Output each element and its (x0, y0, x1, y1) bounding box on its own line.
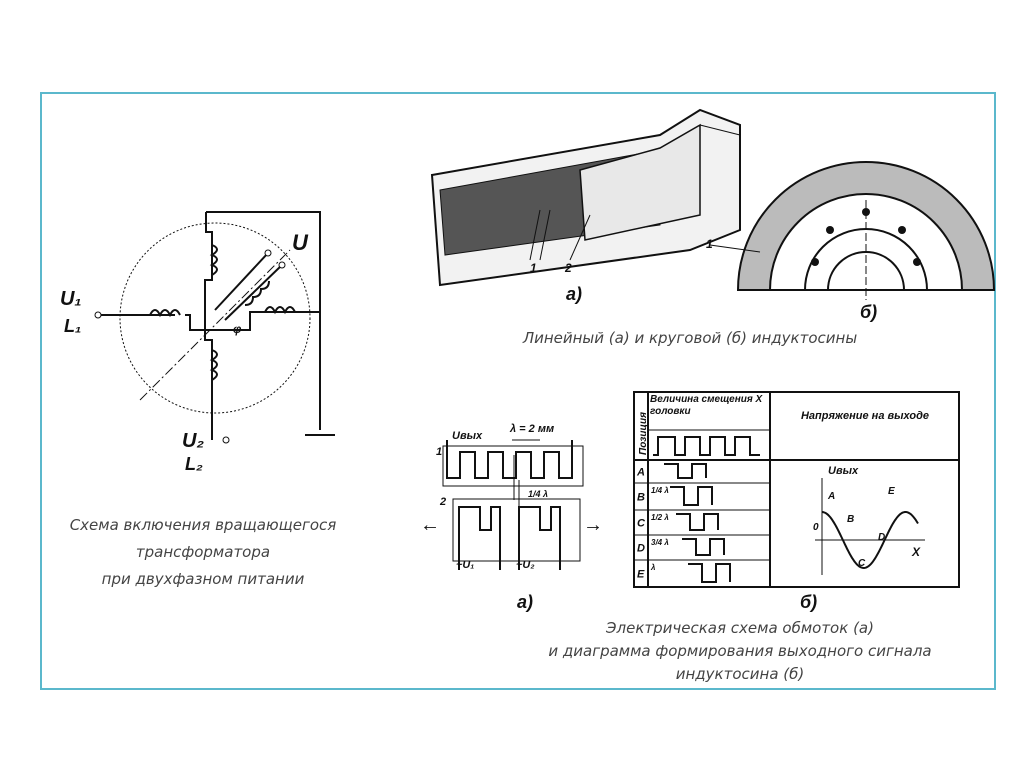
label-l2: L₂ (185, 454, 203, 474)
svg-text:E: E (888, 486, 895, 497)
sub-label-windings: а) (517, 592, 533, 612)
table-row-position: D (637, 543, 645, 555)
svg-text:1: 1 (436, 446, 442, 458)
svg-text:1: 1 (530, 261, 537, 275)
table-row-waveform (664, 463, 707, 479)
svg-text:Электрическая схема обмоток (а: Электрическая схема обмоток (а) (605, 619, 874, 637)
sub-label-table: б) (800, 592, 817, 612)
svg-text:~U₂: ~U₂ (516, 559, 535, 571)
svg-text:~U₁: ~U₁ (456, 559, 474, 571)
arrow-left-icon: ← (420, 514, 440, 536)
sub-label-circular: б) (860, 302, 877, 322)
svg-text:C: C (858, 558, 866, 569)
table-row-shift: 3/4 λ (651, 538, 669, 547)
table-row-position: C (637, 518, 646, 530)
label-l1: L₁ (64, 316, 81, 336)
circular-inductosyn-drawing: 1 б) (706, 161, 996, 322)
label-phi: φ (233, 322, 242, 336)
label-u: U (292, 230, 309, 255)
svg-text:трансформатора: трансформатора (136, 543, 270, 561)
table-row-position: A (636, 467, 645, 479)
svg-text:λ = 2 мм: λ = 2 мм (509, 423, 554, 435)
svg-text:Uвых: Uвых (828, 465, 859, 477)
svg-text:1: 1 (706, 237, 713, 251)
svg-text:и диаграмма формирования выход: и диаграмма формирования выходного сигна… (548, 642, 931, 660)
svg-text:X: X (911, 545, 921, 559)
arrow-right-icon: → (583, 514, 603, 536)
svg-text:2: 2 (564, 261, 572, 275)
sub-label-linear: а) (566, 284, 582, 304)
signal-table: Позиция Величина смещения X головки Напр… (633, 391, 960, 612)
table-row-shift: λ (650, 563, 655, 572)
table-row-waveform (688, 563, 731, 583)
table-row-position: B (637, 492, 645, 504)
svg-text:B: B (847, 514, 854, 525)
table-row-waveform (670, 486, 713, 506)
windings-diagram: ← → Uвых λ = 2 мм 1/4 λ 1 2 ~U₁ ~U₂ а) (420, 423, 603, 612)
table-row-shift: 1/4 λ (651, 486, 669, 495)
svg-text:Схема включения вращающегося: Схема включения вращающегося (70, 516, 337, 534)
svg-text:A: A (827, 491, 835, 502)
rotary-transformer-diagram: U₁ L₁ U₂ L₂ U φ (60, 211, 335, 474)
table-row-waveform (682, 538, 725, 556)
inductosyns-caption: Линейный (а) и круговой (б) индуктосины (522, 329, 858, 347)
linear-inductosyn-drawing: 1 2 а) (430, 108, 741, 304)
label-u1: U₁ (60, 288, 81, 310)
rotary-transformer-caption: Схема включения вращающегося трансформат… (70, 516, 337, 588)
svg-text:индуктосина (б): индуктосина (б) (676, 665, 805, 683)
svg-text:при двухфазном питании: при двухфазном питании (102, 570, 305, 588)
svg-text:D: D (878, 532, 885, 543)
svg-text:Uвых: Uвых (452, 430, 483, 442)
svg-text:2: 2 (439, 496, 446, 508)
svg-text:Позиция: Позиция (638, 412, 649, 455)
slide-frame (40, 92, 996, 690)
label-u2: U₂ (182, 430, 204, 452)
table-row-shift: 1/2 λ (651, 513, 669, 522)
table-row-waveform (676, 513, 719, 531)
svg-text:1/4 λ: 1/4 λ (528, 489, 548, 499)
svg-text:0: 0 (813, 522, 819, 533)
bottom-caption: Электрическая схема обмоток (а) и диагра… (548, 619, 931, 683)
table-row-position: E (637, 569, 645, 581)
